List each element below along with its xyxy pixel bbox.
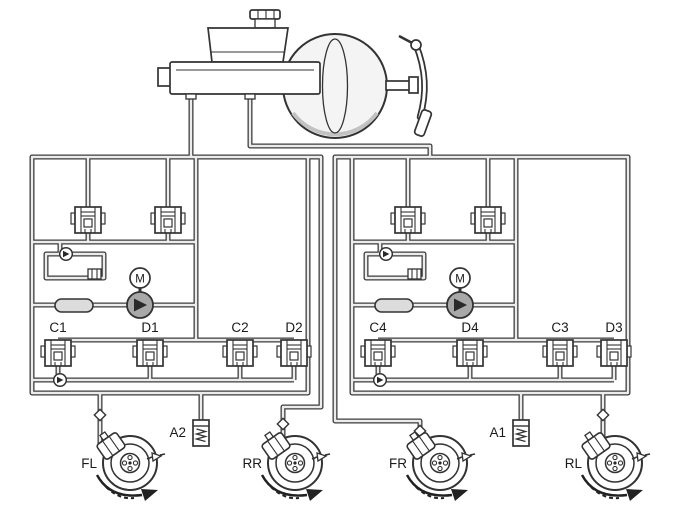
motor-icon	[129, 267, 151, 289]
wheel-label-rl: RL	[565, 456, 583, 471]
solenoid-valve-c2	[222, 339, 258, 367]
clevis	[408, 76, 419, 94]
master-cylinder	[157, 61, 321, 100]
motor-icon	[449, 267, 471, 289]
solenoid-valve-d2	[276, 339, 312, 367]
valve-label-d4: D4	[461, 320, 479, 335]
hydraulic-unit-right	[360, 206, 632, 388]
restrictor	[407, 268, 422, 280]
inlet-valve	[390, 206, 426, 234]
line-fitting	[596, 408, 610, 422]
pump-motor-left	[126, 267, 154, 319]
brake-pedal	[385, 34, 433, 137]
valve-label-d3: D3	[605, 320, 622, 335]
wheel-label-fl: FL	[81, 456, 97, 471]
reservoir-cap	[249, 9, 281, 29]
motor-label-right: M	[455, 274, 465, 286]
pedal-pad	[413, 109, 433, 137]
inlet-valve	[70, 206, 106, 234]
valve-label-c2: C2	[231, 320, 248, 335]
valve-label-c3: C3	[551, 320, 568, 335]
valve-label-c1: C1	[49, 320, 66, 335]
restrictor	[87, 268, 102, 280]
solenoid-valve-d4	[452, 339, 488, 367]
check-valve-icon	[58, 246, 74, 262]
wheel-rr	[256, 426, 331, 503]
valve-label-c4: C4	[369, 320, 387, 335]
solenoid-valve-d1	[132, 339, 168, 367]
solenoid-valve-c1	[40, 339, 76, 367]
check-valve-icon	[52, 372, 68, 388]
wheel-label-fr: FR	[389, 456, 407, 471]
valve-label-d2: D2	[285, 320, 302, 335]
labels: C1 D1 C2 D2 C4 D4 C3 D3 M M A2 A1 FL RR …	[49, 274, 622, 472]
inlet-valve	[470, 206, 506, 234]
inlet-valve	[150, 206, 186, 234]
hydraulic-unit-left	[40, 206, 312, 388]
check-valve-icon	[378, 246, 394, 262]
wheel-label-rr: RR	[243, 456, 263, 471]
accumulator-a2	[192, 419, 210, 447]
pump-motor-right	[446, 267, 474, 319]
motor-label-left: M	[135, 274, 145, 286]
line-fitting	[93, 408, 107, 422]
pedal-pivot	[410, 39, 422, 51]
fluid-reservoir	[207, 27, 289, 63]
solenoid-valve-d3	[596, 339, 632, 367]
wheel-rl	[576, 426, 651, 503]
accumulator-label-a2: A2	[169, 425, 186, 440]
line-fitting	[276, 417, 290, 431]
solenoid-valve-c4	[360, 339, 396, 367]
accumulator-a1	[512, 419, 530, 447]
accumulator-label-a1: A1	[489, 425, 506, 440]
damper-accumulator	[374, 298, 414, 313]
hydraulic-lines	[29, 97, 631, 448]
check-valve-icon	[372, 372, 388, 388]
wheel-fl	[91, 426, 166, 503]
solenoid-valve-c3	[542, 339, 578, 367]
valve-label-d1: D1	[141, 320, 158, 335]
damper-accumulator	[54, 298, 94, 313]
components	[40, 9, 651, 503]
pushrod	[385, 80, 413, 91]
wheel-fr	[401, 426, 476, 503]
